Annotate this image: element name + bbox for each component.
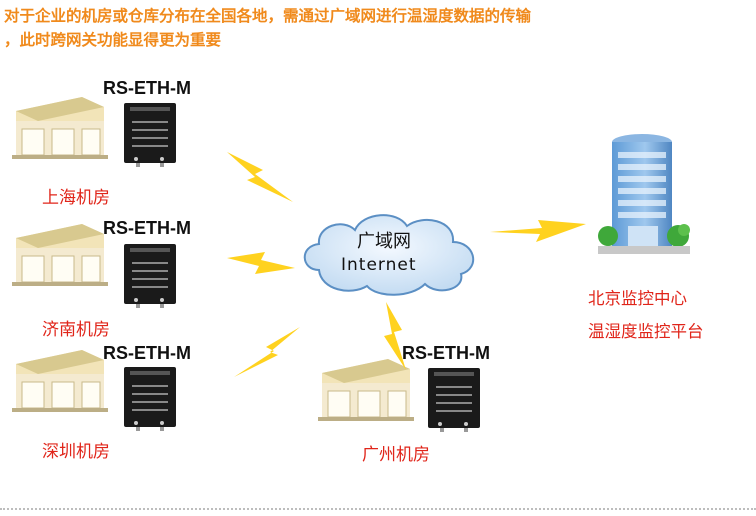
lightning-icon-shenzhen-link: [234, 327, 300, 377]
gateway-device-icon-shenzhen: [124, 367, 176, 431]
cloud-icon: [303, 214, 475, 296]
lightning-icon-center-link: [490, 220, 586, 242]
intro-line-2: ，此时跨网关功能显得更为重要: [4, 31, 222, 49]
lightning-icon-guangzhou-link: [384, 302, 406, 370]
intro-text: 对于企业的机房或仓库分布在全国各地，需通过广域网进行温湿度数据的传输 ，此时跨网…: [4, 4, 752, 52]
warehouse-icon-guangzhou: [318, 359, 414, 421]
device-model-jinan: RS-ETH-M: [103, 218, 191, 238]
center-label-line-1: 北京监控中心: [588, 289, 687, 308]
device-model-guangzhou: RS-ETH-M: [402, 343, 490, 363]
office-building-icon: [598, 134, 690, 254]
gateway-device-icon-shanghai: [124, 103, 176, 167]
gateway-device-icon-jinan: [124, 244, 176, 308]
bottom-divider: [0, 508, 756, 510]
site-label-guangzhou: 广州机房: [362, 445, 430, 465]
site-label-shenzhen: 深圳机房: [42, 442, 110, 462]
center-label-line-2: 温湿度监控平台: [588, 322, 704, 341]
site-label-jinan: 济南机房: [42, 320, 110, 340]
warehouse-icon-shenzhen: [12, 350, 108, 412]
cloud-title: 广域网: [357, 231, 411, 252]
device-model-shanghai: RS-ETH-M: [103, 78, 191, 98]
warehouse-icon-shanghai: [12, 97, 108, 159]
lightning-icon-shanghai-link: [227, 152, 293, 202]
lightning-icon-jinan-link: [227, 252, 295, 274]
device-model-shenzhen: RS-ETH-M: [103, 343, 191, 363]
site-label-shanghai: 上海机房: [42, 188, 110, 208]
gateway-device-icon-guangzhou: [428, 368, 480, 432]
warehouse-icon-jinan: [12, 224, 108, 286]
intro-line-1: 对于企业的机房或仓库分布在全国各地，需通过广域网进行温湿度数据的传输: [4, 7, 532, 25]
cloud-subtitle: Internet: [341, 255, 417, 275]
